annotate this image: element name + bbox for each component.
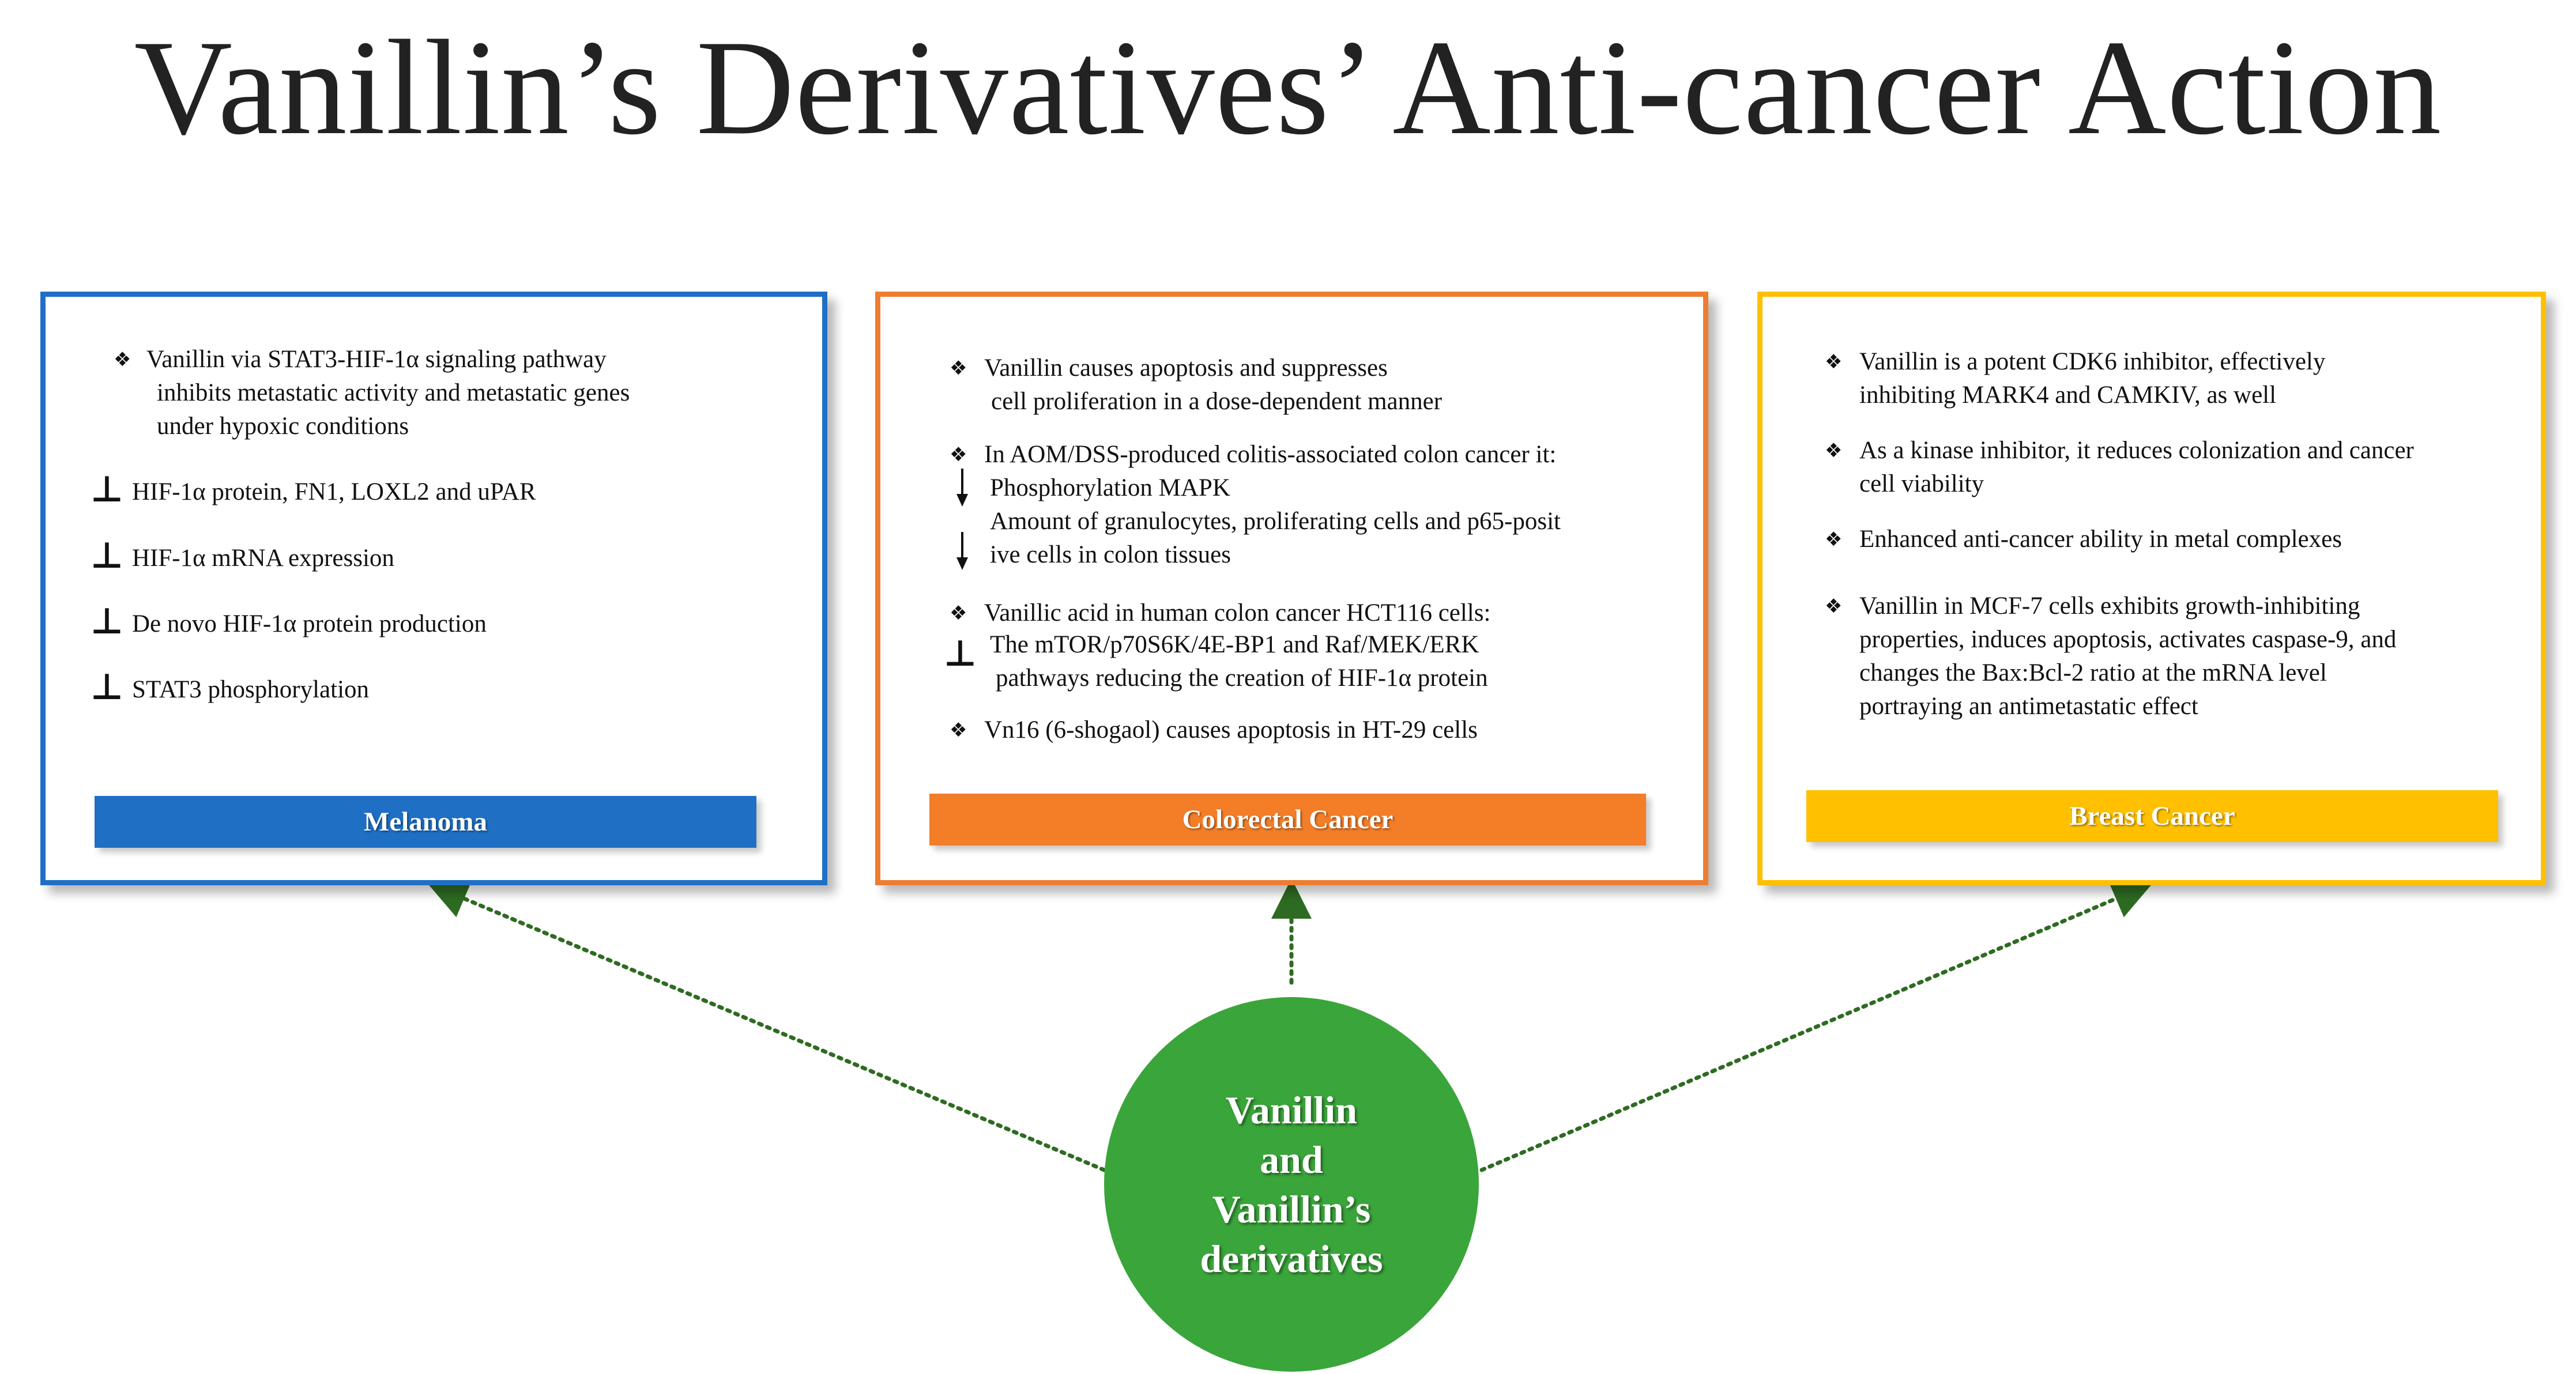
melanoma-inhibit-4: STAT3 phosphorylation [132,676,370,703]
colorectal-panel: ❖ Vanillin causes apoptosis and suppress… [875,292,1708,885]
vanillin-hub-circle: Vanillin and Vanillin’s derivatives [1104,997,1479,1372]
melanoma-panel: ❖ Vanillin via STAT3-HIF-1α signaling pa… [40,292,827,885]
melanoma-inhibit-1: HIF-1α protein, FN1, LOXL2 and uPAR [132,478,536,505]
inhibition-icon: ⊥ [91,666,123,708]
diamond-bullet-icon: ❖ [950,719,967,742]
arrow-to-breast [1479,880,2153,1172]
diamond-bullet-icon: ❖ [1825,350,1843,373]
diamond-bullet-icon: ❖ [950,443,967,466]
melanoma-inhibit-3: De novo HIF-1α protein production [132,610,487,637]
hub-line: Vanillin [1225,1088,1358,1132]
diamond-bullet-icon: ❖ [950,602,967,625]
colorectal-label: Colorectal Cancer [929,794,1646,845]
diamond-bullet-icon: ❖ [114,348,131,371]
breast-item-4: Vanillin in MCF-7 cells exhibits growth-… [1859,592,2397,720]
hub-line: Vanillin’s [1212,1187,1371,1231]
breast-label: Breast Cancer [1806,790,2498,842]
colorectal-item-5: The mTOR/p70S6K/4E-BP1 and Raf/MEK/ERK p… [990,631,1488,692]
colorectal-item-2: In AOM/DSS-produced colitis-associated c… [984,441,1557,468]
breast-item-2: As a kinase inhibitor, it reduces coloni… [1859,437,2414,497]
colorectal-item-6: Vn16 (6-shogaol) causes apoptosis in HT-… [984,716,1478,743]
breast-item-3: Enhanced anti-cancer ability in metal co… [1859,526,2342,553]
arrow-to-melanoma [427,879,1106,1172]
down-arrow-icon [956,469,968,570]
hub-line: derivatives [1200,1237,1383,1281]
diamond-bullet-icon: ❖ [1825,528,1843,551]
inhibition-icon: ⊥ [91,468,123,510]
colorectal-item-3: Phosphorylation MAPK Amount of granulocy… [990,474,1561,568]
hub-line: and [1260,1138,1323,1182]
breast-panel: ❖ Vanillin is a potent CDK6 inhibitor, e… [1757,292,2546,885]
melanoma-inhibit-2: HIF-1α mRNA expression [132,545,394,572]
colorectal-item-1: Vanillin causes apoptosis and suppresses… [984,354,1443,415]
page-title: Vanillin’s Derivatives’ Anti-cancer Acti… [134,13,2442,163]
inhibition-icon: ⊥ [944,632,977,674]
melanoma-summary: Vanillin via STAT3-HIF-1α signaling path… [146,346,630,440]
diamond-bullet-icon: ❖ [950,357,967,380]
inhibition-icon: ⊥ [91,600,123,642]
diamond-bullet-icon: ❖ [1825,595,1843,618]
diamond-bullet-icon: ❖ [1825,439,1843,462]
melanoma-label: Melanoma [95,796,756,848]
breast-item-1: Vanillin is a potent CDK6 inhibitor, eff… [1859,348,2326,409]
inhibition-icon: ⊥ [91,534,123,576]
colorectal-item-4: Vanillic acid in human colon cancer HCT1… [984,599,1491,626]
